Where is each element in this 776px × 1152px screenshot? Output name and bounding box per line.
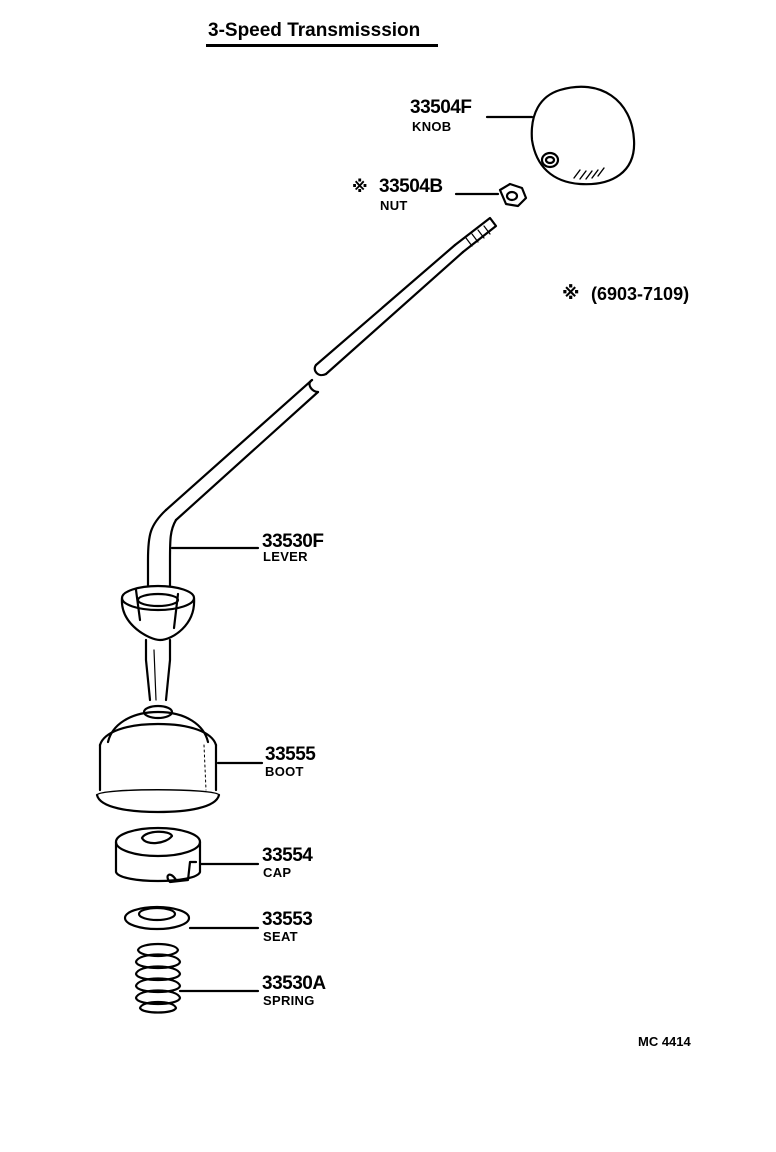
nut-mark-symbol: ※ bbox=[352, 179, 368, 196]
nut-part-number: 33504B bbox=[379, 176, 443, 197]
seat-icon bbox=[123, 905, 260, 931]
nut-icon bbox=[454, 182, 528, 208]
knob-icon bbox=[485, 85, 636, 186]
footnote-date-range: (6903-7109) bbox=[591, 284, 690, 304]
lever-part-name: LEVER bbox=[263, 549, 308, 564]
footnote-symbol: ※ bbox=[562, 283, 580, 303]
diagram-title: 3-Speed Transmisssion bbox=[208, 20, 421, 41]
spring-part-name: SPRING bbox=[263, 993, 315, 1008]
figure-code: MC 4414 bbox=[638, 1034, 691, 1049]
boot-part-number: 33555 bbox=[265, 744, 316, 765]
cap-part-name: CAP bbox=[263, 865, 292, 880]
spring-icon bbox=[134, 942, 260, 1014]
nut-part-name: NUT bbox=[380, 198, 408, 213]
knob-part-number: 33504F bbox=[410, 97, 472, 118]
knob-part-name: KNOB bbox=[412, 119, 452, 134]
spring-part-number: 33530A bbox=[262, 973, 326, 994]
boot-part-name: BOOT bbox=[265, 764, 304, 779]
cap-icon bbox=[114, 826, 260, 884]
cap-part-number: 33554 bbox=[262, 845, 313, 866]
boot-icon bbox=[95, 704, 264, 814]
seat-part-number: 33553 bbox=[262, 909, 313, 930]
lever-part-number: 33530F bbox=[262, 531, 324, 552]
seat-part-name: SEAT bbox=[263, 929, 298, 944]
lever-icon bbox=[120, 216, 498, 702]
title-underline bbox=[206, 44, 438, 47]
